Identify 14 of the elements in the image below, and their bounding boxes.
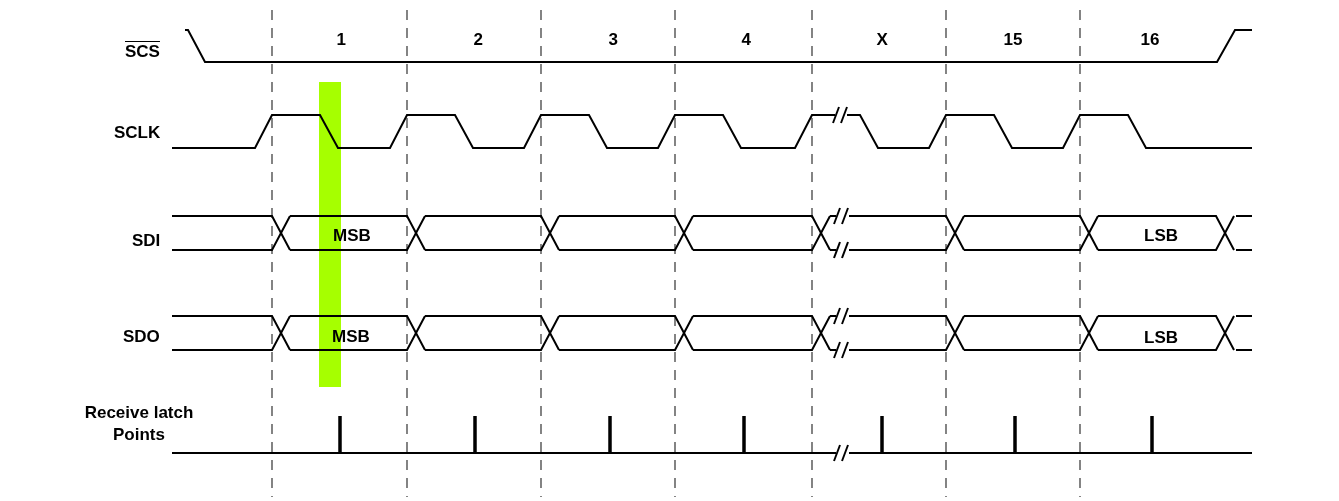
bit-label: LSB [1144, 225, 1178, 247]
cycle-number: 3 [608, 29, 618, 51]
cycle-number: 1 [336, 29, 346, 51]
signal-name: SCLK [114, 122, 161, 144]
cycle-number: X [876, 29, 888, 51]
cycle-number: 4 [741, 29, 751, 51]
cycle-number: 15 [1003, 29, 1023, 51]
cycle-number: 16 [1140, 29, 1160, 51]
signal-name: Receive latch Points [84, 402, 194, 446]
signal-name: SDI [132, 230, 161, 252]
signal-name: SCS [125, 41, 160, 63]
bit-label: LSB [1144, 327, 1178, 349]
signal-name: SDO [123, 326, 160, 348]
cycle-number: 2 [473, 29, 483, 51]
